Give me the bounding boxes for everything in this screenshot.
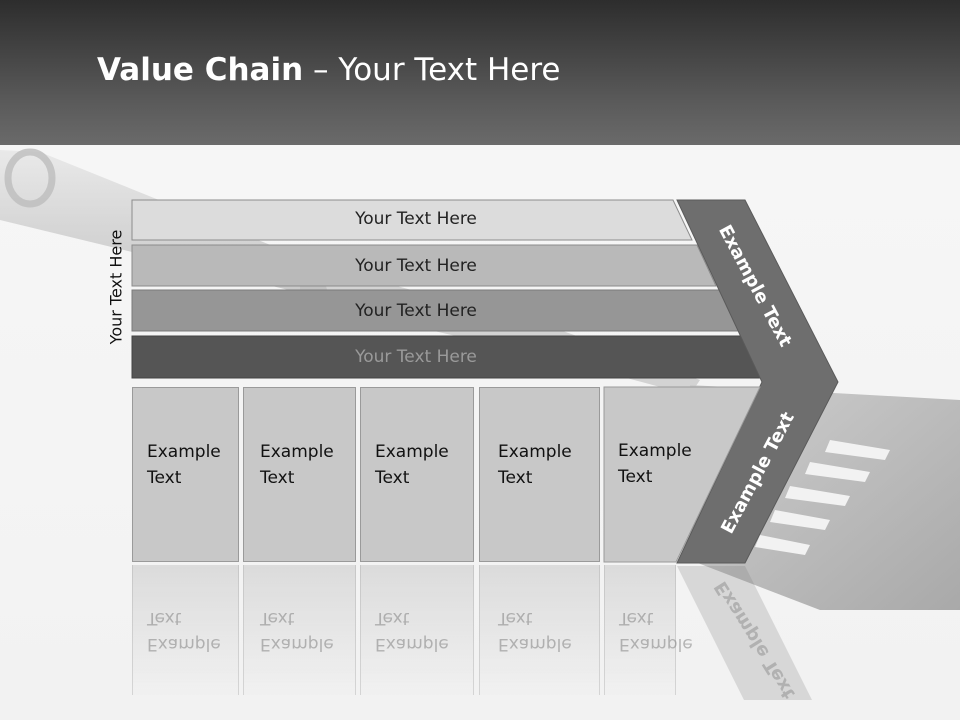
support-bar-1-label: Your Text Here — [355, 209, 477, 229]
activity-5-line2: Text — [618, 467, 653, 487]
margin-arrow-reflection — [677, 566, 812, 700]
activity-4-line1: Example — [498, 442, 572, 462]
activity-5-line1: Example — [618, 441, 692, 461]
activity-1-line2: Text — [147, 468, 182, 488]
page-title: Value Chain – Your Text Here — [97, 52, 560, 88]
margin-arrow — [676, 199, 839, 564]
last-activity-bevel — [603, 386, 761, 563]
activity-1-line1: Example — [147, 442, 221, 462]
header-banner: Value Chain – Your Text Here — [0, 0, 960, 145]
support-bar-3-label: Your Text Here — [355, 301, 477, 321]
activity-4-line2: Text — [498, 468, 533, 488]
support-bar-2 — [131, 244, 717, 287]
activity-3-line1: Example — [375, 442, 449, 462]
support-bar-2-label: Your Text Here — [355, 256, 477, 276]
title-rest-part: – Your Text Here — [303, 52, 561, 88]
support-bar-1 — [131, 199, 693, 241]
title-bold-part: Value Chain — [97, 52, 304, 88]
activity-2-line2: Text — [260, 468, 295, 488]
activity-3-line2: Text — [375, 468, 410, 488]
support-bar-4-label: Your Text Here — [355, 347, 477, 367]
activity-2-line1: Example — [260, 442, 334, 462]
